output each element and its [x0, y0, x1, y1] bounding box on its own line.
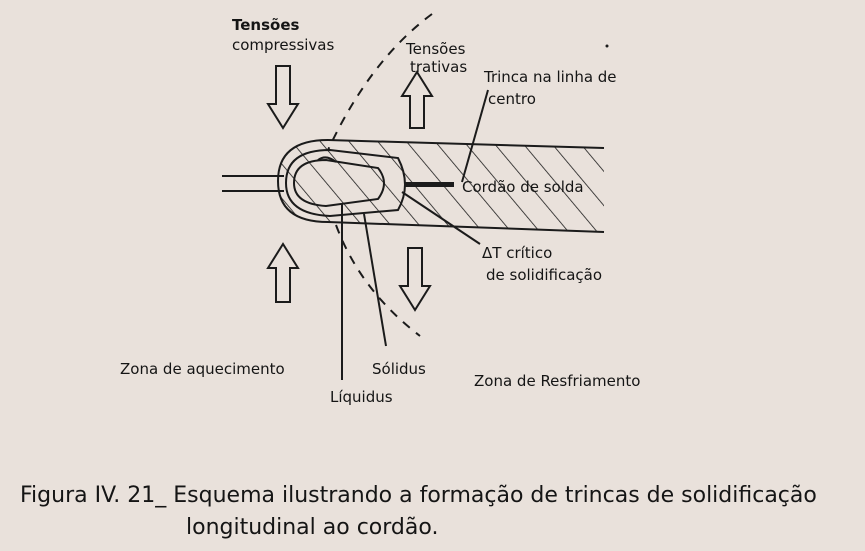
- liquidus-label: Líquidus: [330, 388, 393, 406]
- isotherm-lower: [335, 224, 421, 337]
- heating-zone-label: Zona de aquecimento: [120, 360, 285, 378]
- critical-dt-leader: [401, 191, 481, 245]
- crack-label-1: Trinca na linha de: [483, 68, 617, 86]
- compressive-arrow-up: [266, 242, 300, 303]
- caption-line-1: Figura IV. 21_ Esquema ilustrando a form…: [20, 483, 817, 508]
- cooling-zone-label: Zona de Resfriamento: [474, 372, 640, 390]
- compressive-label-2: compressivas: [232, 36, 334, 54]
- tensile-arrow-up: [400, 70, 434, 129]
- tensile-label-2: trativas: [410, 58, 467, 76]
- critical-dt-label-2: de solidificação: [486, 266, 602, 284]
- isotherm-upper: [327, 13, 433, 151]
- weld-pool: [292, 158, 385, 208]
- tensile-arrow-down: [398, 247, 432, 312]
- tensile-label-1: Tensões: [405, 40, 466, 58]
- solidus-leader: [363, 213, 387, 347]
- paper-speck: [605, 44, 609, 48]
- compressive-arrow-down: [266, 65, 300, 130]
- weld-bead-label: Cordão de solda: [462, 178, 584, 196]
- pool-mark: [317, 156, 337, 163]
- crack-label-2: centro: [488, 90, 536, 108]
- caption-line-2: longitudinal ao cordão.: [186, 515, 438, 540]
- solidus-label: Sólidus: [372, 360, 426, 378]
- compressive-label-1: Tensões: [232, 16, 299, 34]
- critical-dt-label-1: ΔT crítico: [482, 244, 552, 262]
- crack-leader: [461, 89, 489, 183]
- centerline-crack-bar: [404, 182, 454, 187]
